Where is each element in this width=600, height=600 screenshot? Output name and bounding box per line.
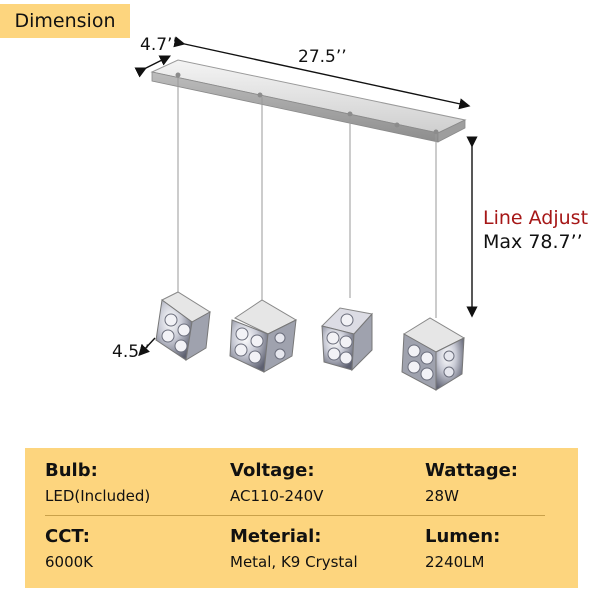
dimension-title: Dimension xyxy=(14,10,116,32)
spec-value: Metal, K9 Crystal xyxy=(230,553,358,571)
canopy-bar xyxy=(150,59,467,143)
spec-table: Bulb: LED(Included) Voltage: AC110-240V … xyxy=(25,448,578,588)
spec-cct: CCT: 6000K xyxy=(45,526,93,572)
spec-value: 6000K xyxy=(45,553,94,571)
spec-lumen: Lumen: 2240LM xyxy=(425,526,500,572)
length-arrow xyxy=(173,36,471,110)
spec-label: Meterial: xyxy=(230,526,322,547)
spec-label: CCT: xyxy=(45,526,90,547)
spec-divider xyxy=(45,515,545,516)
depth-dimension-label: 4.7’’ xyxy=(140,35,178,55)
crystal-cube-3 xyxy=(321,307,373,372)
suspension-wires xyxy=(177,78,437,318)
line-adjust-callout: Line Adjust Max 78.7’’ xyxy=(483,206,588,254)
spec-material: Meterial: Metal, K9 Crystal xyxy=(230,526,358,572)
line-adjust-label: Line Adjust xyxy=(483,207,589,229)
spec-label: Wattage: xyxy=(425,460,519,481)
pendant-light-drawing xyxy=(134,36,478,391)
cube-dimension-label: 4.5’’ xyxy=(112,342,150,362)
spec-value: 28W xyxy=(425,487,459,505)
spec-label: Voltage: xyxy=(230,460,315,481)
spec-wattage: Wattage: 28W xyxy=(425,460,518,506)
spec-value: AC110-240V xyxy=(230,487,324,505)
spec-value: 2240LM xyxy=(425,553,485,571)
spec-label: Lumen: xyxy=(425,526,501,547)
spec-value: LED(Included) xyxy=(45,487,151,505)
line-adjust-max: Max 78.7’’ xyxy=(483,231,583,253)
spec-bulb: Bulb: LED(Included) xyxy=(45,460,150,506)
spec-label: Bulb: xyxy=(45,460,98,481)
depth-arrow xyxy=(134,55,172,78)
crystal-cube-1 xyxy=(155,291,211,361)
cube-size-arrow xyxy=(138,337,156,357)
dimension-badge: Dimension xyxy=(0,4,130,38)
crystal-cube-4 xyxy=(401,317,466,391)
spec-voltage: Voltage: AC110-240V xyxy=(230,460,323,506)
length-dimension-label: 27.5’’ xyxy=(298,47,347,67)
crystal-cube-2 xyxy=(229,299,298,373)
